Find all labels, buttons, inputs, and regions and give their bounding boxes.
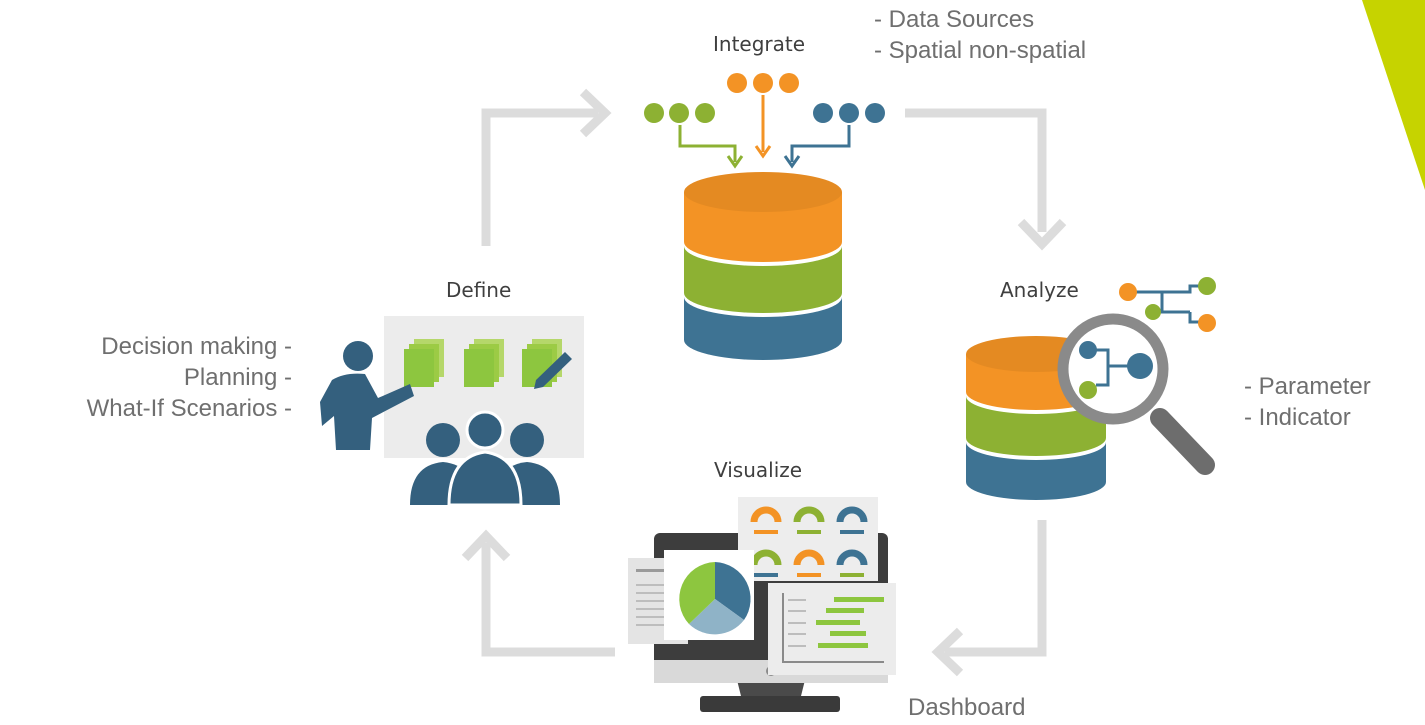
presenter-icon (320, 341, 414, 450)
define-label: Define (446, 278, 512, 302)
note-decision-making: Decision making - (101, 333, 292, 360)
blue-connector (790, 125, 851, 162)
tree-icon (1119, 277, 1216, 332)
arrow-visualize-to-define (481, 543, 615, 657)
define-notes: Decision making - Planning - What-If Sce… (0, 331, 292, 424)
green-arrowhead (726, 155, 744, 169)
integrate-illustration (644, 73, 885, 360)
visualize-label: Visualize (714, 458, 803, 482)
analyze-notes: - Parameter - Indicator (1244, 371, 1371, 433)
integrate-database-icon (684, 172, 842, 360)
arrowhead-analyze (1017, 218, 1067, 251)
arrowhead-visualize (931, 627, 964, 677)
note-planning: Planning - (183, 364, 292, 391)
note-parameter: - Parameter (1244, 373, 1371, 400)
document-stack-icon (404, 339, 444, 387)
arrow-analyze-to-visualize (945, 520, 1047, 657)
orange-dots-icon (727, 73, 799, 93)
arrowhead-define (461, 529, 511, 562)
integrate-notes: - Data Sources - Spatial non-spatial (874, 4, 1086, 66)
note-spatial: - Spatial non-spatial (874, 37, 1087, 64)
visualize-illustration (628, 497, 896, 712)
cycle-arrows (461, 88, 1067, 677)
magnifier-icon (1057, 313, 1215, 475)
note-data-sources: - Data Sources (874, 6, 1035, 33)
arrowhead-integrate (579, 88, 612, 138)
integrate-label: Integrate (713, 32, 806, 56)
analyze-label: Analyze (1000, 278, 1079, 302)
arrow-integrate-to-analyze (905, 108, 1047, 232)
analyze-illustration (966, 277, 1216, 500)
bar-panel (768, 583, 896, 675)
audience-icon (410, 410, 560, 507)
green-connector (678, 125, 737, 162)
blue-arrowhead (783, 155, 801, 169)
pie-panel (664, 550, 754, 640)
green-dots-icon (644, 103, 715, 123)
pencil-icon (534, 352, 572, 389)
note-indicator: - Indicator (1244, 404, 1351, 431)
corner-accent (1362, 0, 1425, 190)
gauge-panel (738, 497, 878, 581)
orange-arrowhead (754, 145, 772, 159)
blue-dots-icon (813, 103, 885, 123)
document-stack-icon (464, 339, 504, 387)
note-what-if: What-If Scenarios - (86, 395, 292, 422)
arrow-define-to-integrate (481, 108, 598, 246)
define-illustration (320, 316, 584, 507)
note-dashboard: Dashboard (908, 694, 1026, 721)
